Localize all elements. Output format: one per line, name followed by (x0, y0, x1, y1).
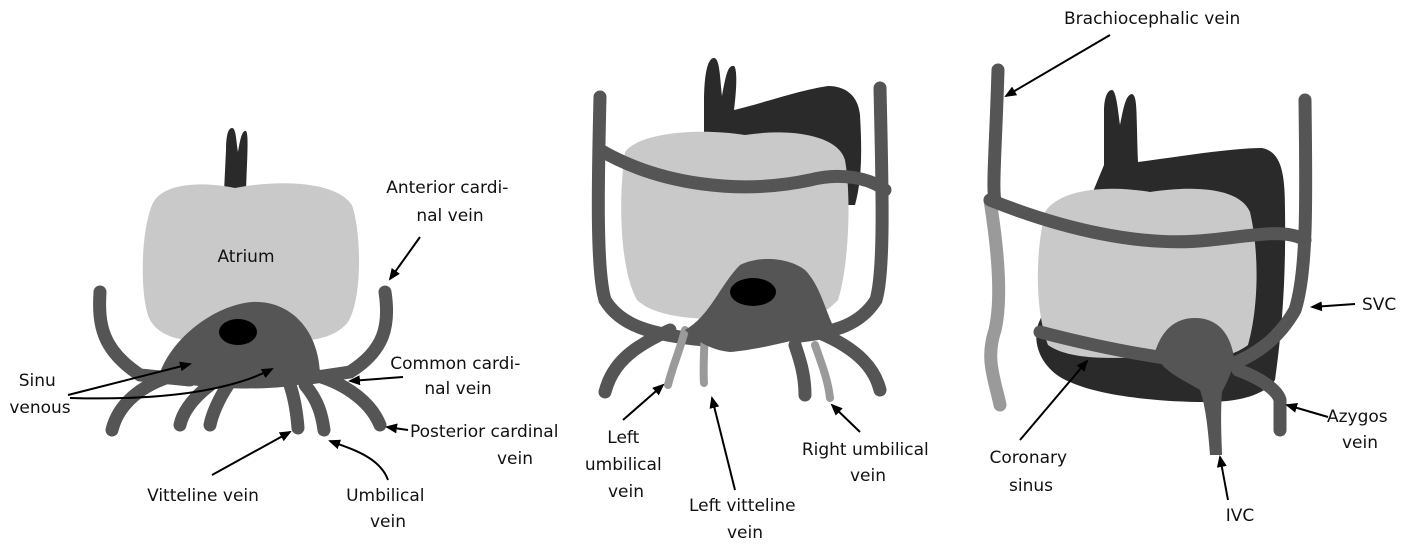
common-cardinal-vein-arrow (350, 377, 403, 381)
vitteline-vein-arrow (212, 432, 290, 475)
left-vitteline-vein-arrow (712, 398, 735, 490)
right-vitelline-vein-p1 (290, 385, 298, 428)
azygos-vein-arrow (1287, 405, 1328, 417)
coronary-sinus-label: Coronary sinus (990, 448, 1073, 496)
left-umbilical-vein-label: Left umbilical vein (585, 428, 667, 502)
svc-label: SVC (1362, 295, 1396, 315)
posterior-cardinal-vein-arrow (387, 427, 408, 430)
left-brachiocephalic-vein (994, 70, 998, 200)
atrium-label: Atrium (217, 247, 274, 267)
right-vitelline-vein-p2 (795, 345, 805, 395)
anterior-cardinal-vein-label: Anterior cardi- nal vein (386, 178, 514, 226)
coronary-sinus-arrow (1020, 361, 1087, 440)
common-cardinal-vein-label: Common cardi- nal vein (390, 354, 525, 399)
ivc-arrow (1220, 457, 1228, 500)
sinus-opening-p2 (730, 278, 776, 306)
sinus-opening (219, 319, 257, 345)
right-umbilical-vein-p2 (815, 345, 830, 398)
panel-late-embryo: Brachiocephalic vein SVC Azygos vein Cor… (990, 9, 1397, 526)
vitteline-vein-label: Vitteline vein (147, 486, 259, 506)
panel-intermediate-embryo: Left umbilical vein Left vitteline vein … (585, 58, 934, 543)
posterior-cardinal-vein-label: Posterior cardinal vein (410, 422, 564, 469)
right-umbilical-vein-arrow (832, 405, 860, 432)
right-umbilical-vein-p1 (305, 385, 324, 430)
left-umbilical-vein-arrow (623, 385, 663, 420)
panel-early-embryo: Atrium Anterior cardi- nal vein Sinu ven… (9, 128, 563, 532)
brachiocephalic-vein-label: Brachiocephalic vein (1064, 9, 1240, 29)
left-vitteline-vein-label: Left vitteline vein (689, 496, 801, 543)
anterior-cardinal-vein-arrow (390, 237, 420, 279)
umbilical-vein-label: Umbilical vein (346, 486, 430, 532)
azygos-vein-label: Azygos vein (1327, 407, 1393, 453)
left-posterior-vein-p2 (605, 330, 670, 392)
svc-arrow (1312, 304, 1355, 307)
left-cardinal-remnant (990, 200, 1000, 405)
truncus-arteriosus (224, 128, 248, 192)
left-posterior-cardinal-vein (112, 375, 175, 430)
sinus-venosus-label: Sinu venous (9, 371, 70, 418)
brachiocephalic-vein-arrow (1006, 35, 1110, 96)
umbilical-vein-arrow (330, 441, 388, 480)
right-umbilical-vein-label: Right umbilical vein (802, 440, 934, 486)
ivc-label: IVC (1226, 506, 1255, 526)
